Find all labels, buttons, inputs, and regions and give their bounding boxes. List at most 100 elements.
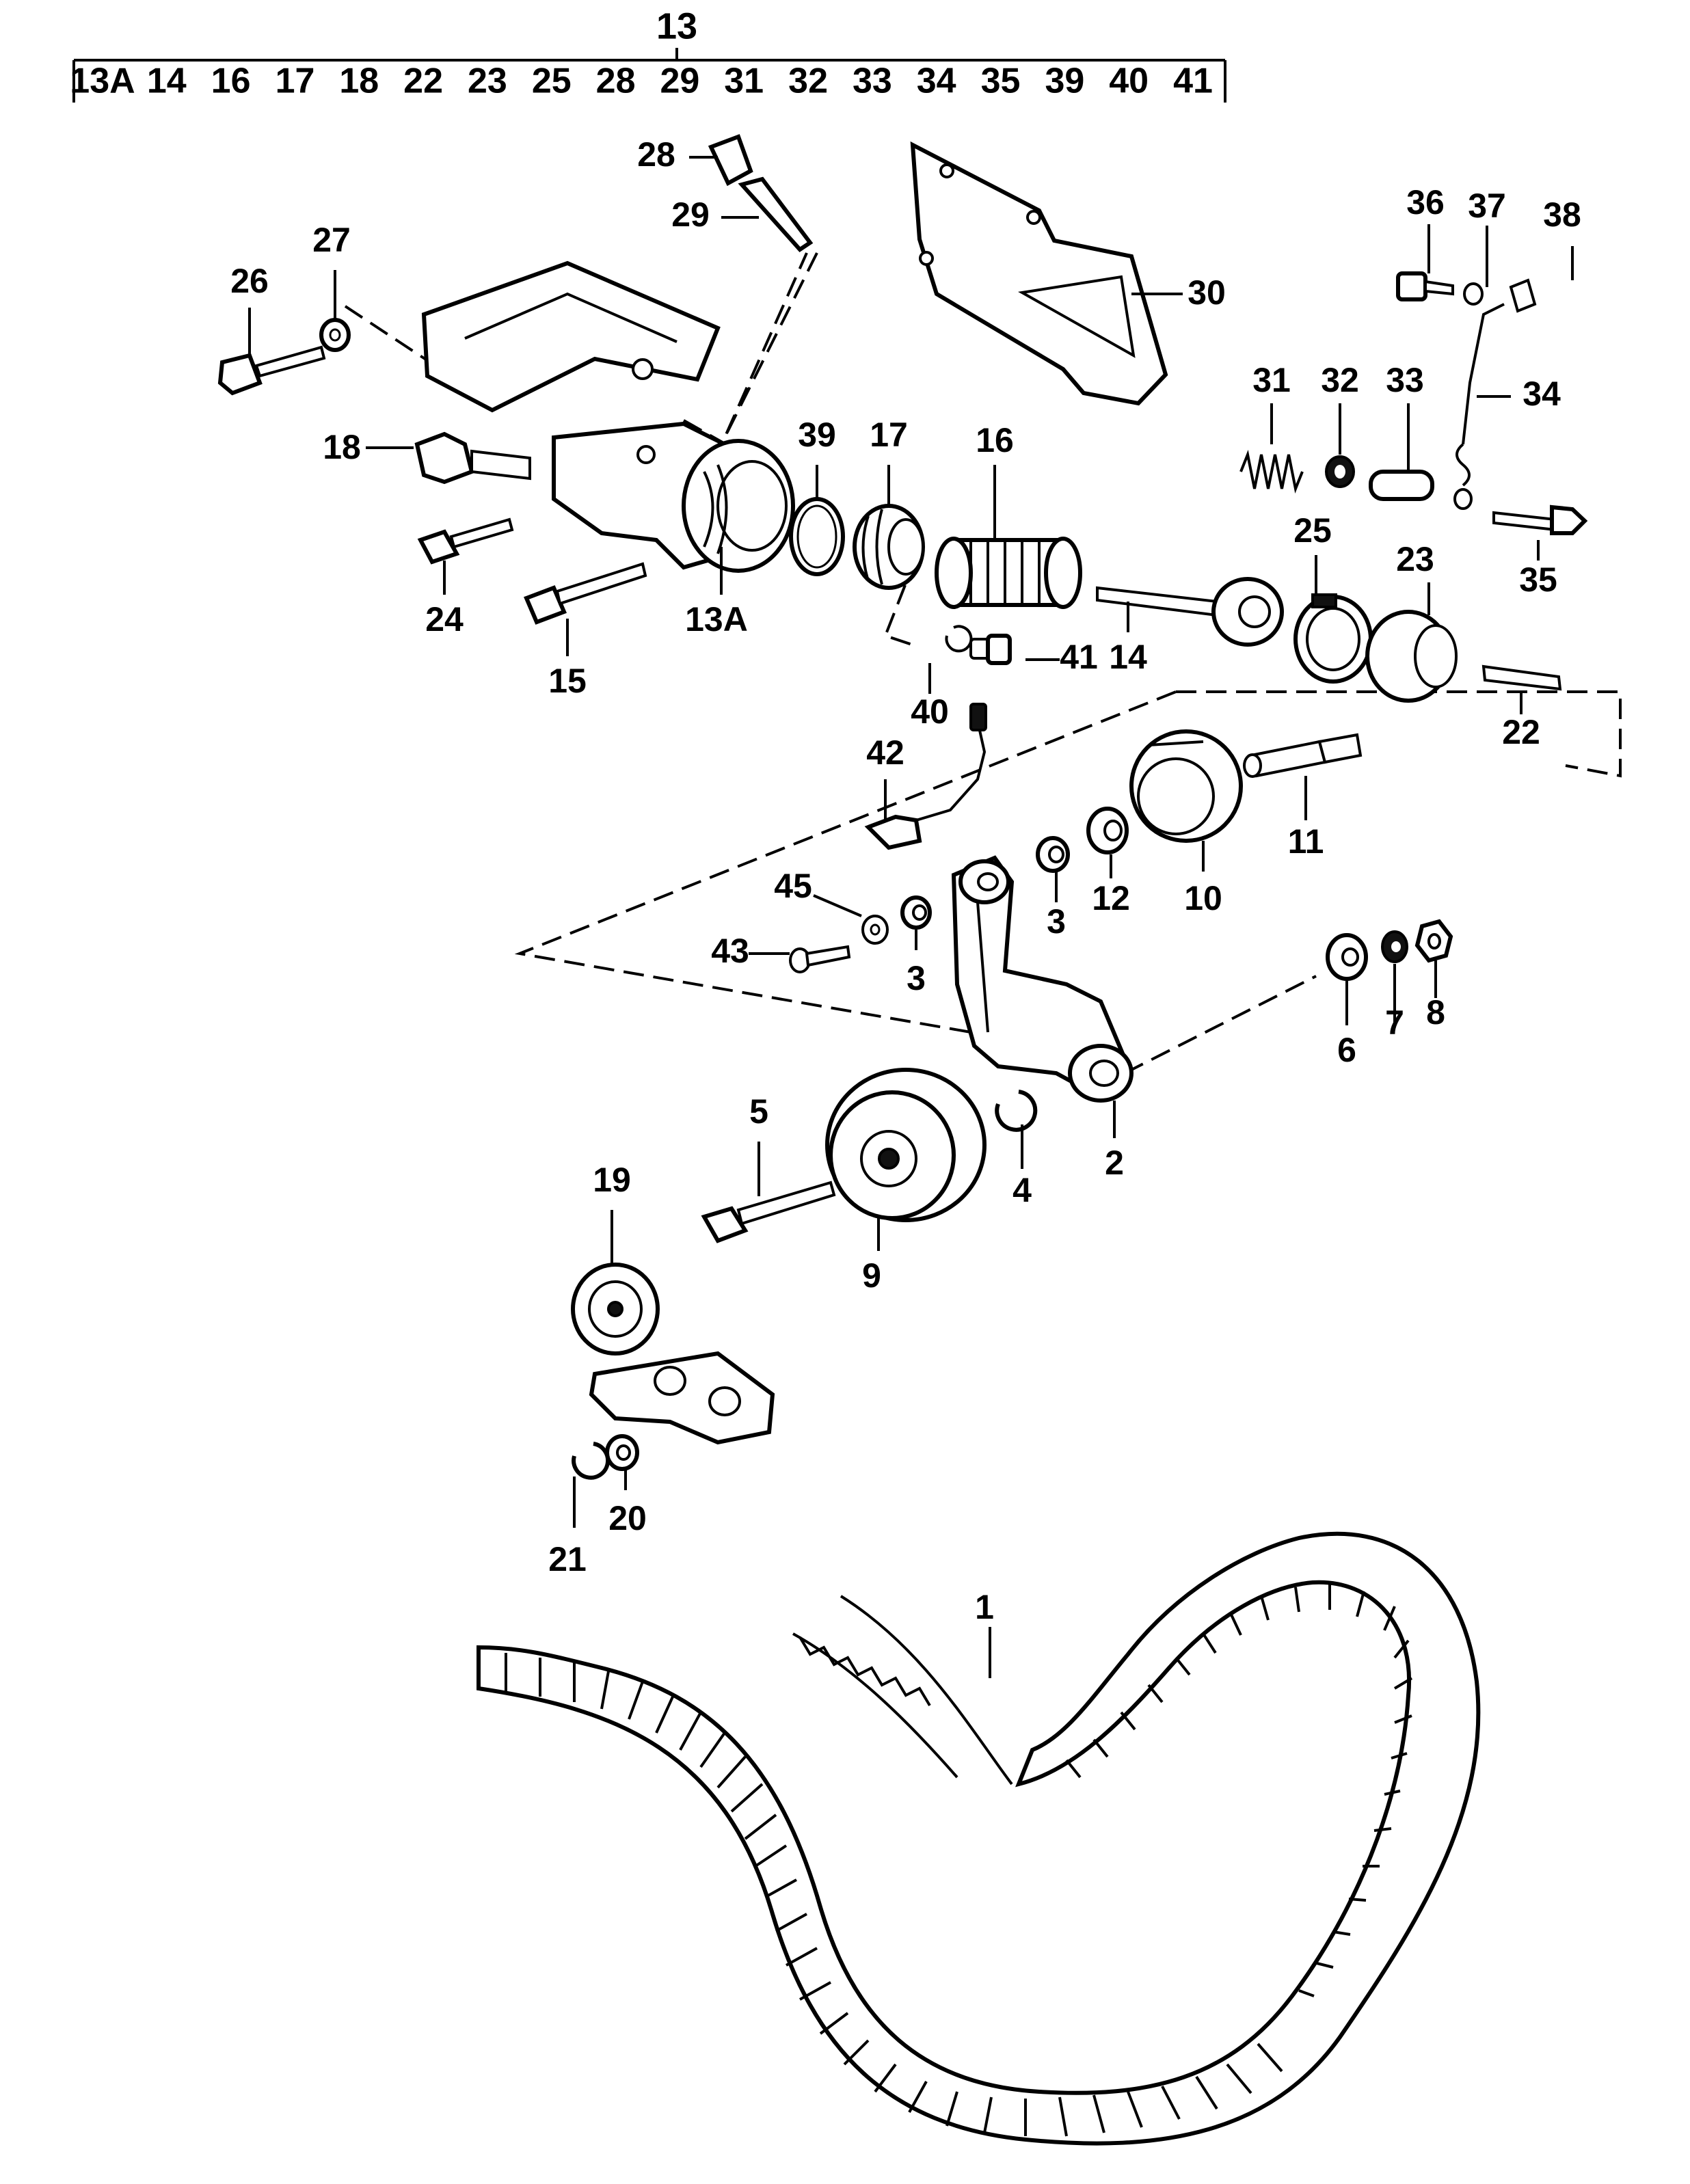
sleeve-33: [1369, 470, 1434, 501]
circlip-4: [995, 1090, 1038, 1132]
callout-37: 37: [1468, 187, 1506, 225]
included-part-39: 39: [1045, 62, 1084, 101]
washer-7: [1381, 930, 1408, 963]
callout-24: 24: [425, 600, 464, 638]
washer-27: [319, 318, 351, 352]
callout-5: 5: [749, 1092, 768, 1131]
callout-labels: 28 29 30 36 37 38 34 31 32 33 35 25 23 2…: [230, 135, 1581, 1626]
callout-18: 18: [323, 428, 361, 466]
included-part-32: 32: [788, 62, 828, 101]
bushing-3a: [1036, 836, 1070, 873]
callout-28: 28: [637, 135, 675, 174]
clamp-25: [1293, 593, 1373, 684]
bolt-35: [1492, 504, 1588, 535]
callout-40: 40: [911, 692, 949, 731]
bolt-41: [969, 634, 1012, 665]
included-part-41: 41: [1173, 62, 1213, 101]
callout-25: 25: [1293, 511, 1332, 550]
spring-31: [1239, 450, 1304, 494]
washer-6: [1326, 933, 1368, 981]
callout-15: 15: [548, 662, 587, 700]
pin-22: [1481, 664, 1562, 691]
callout-2: 2: [1105, 1144, 1124, 1182]
included-part-14: 14: [147, 62, 187, 101]
leader-lines: [248, 156, 1574, 1678]
bolt-24: [417, 517, 514, 565]
clip-38: [1509, 278, 1537, 313]
tensioner-arm-2: [951, 855, 1134, 1103]
included-part-22: 22: [403, 62, 443, 101]
bracket: [421, 260, 721, 413]
bolt-5: [701, 1181, 836, 1243]
callout-38: 38: [1543, 196, 1581, 234]
callout-32: 32: [1321, 361, 1359, 399]
circlip-40: [945, 625, 973, 653]
idler-pulley-9: [825, 1068, 987, 1222]
callout-12: 12: [1092, 879, 1130, 917]
washer-12: [1086, 807, 1129, 854]
cover-plate-30: [910, 141, 1168, 406]
seal-32: [1325, 455, 1355, 488]
callout-20: 20: [608, 1499, 647, 1537]
washer-45: [861, 915, 889, 945]
screw-43: [789, 945, 851, 973]
included-part-34: 34: [917, 62, 956, 101]
callout-1: 1: [975, 1588, 994, 1626]
bolt-15: [524, 562, 647, 625]
callout-23: 23: [1396, 540, 1434, 578]
callout-27: 27: [312, 221, 351, 259]
bolt-26: [217, 345, 326, 396]
callout-4: 4: [1012, 1171, 1032, 1209]
bolt-18: [414, 431, 531, 485]
included-part-31: 31: [724, 62, 764, 101]
circlip-21: [572, 1442, 611, 1480]
callout-26: 26: [230, 262, 269, 300]
roller-10: [1129, 729, 1243, 843]
callout-34: 34: [1523, 375, 1561, 413]
sensor-42: [864, 703, 987, 850]
callout-19: 19: [593, 1161, 631, 1199]
callout-39: 39: [798, 416, 836, 454]
bushing-3b: [900, 895, 932, 930]
stud-29: [738, 176, 814, 252]
callout-30: 30: [1188, 273, 1226, 312]
included-part-23: 23: [468, 62, 507, 101]
callout-33: 33: [1386, 361, 1424, 399]
callout-31: 31: [1252, 361, 1291, 399]
timing-belt-1: [477, 1531, 1481, 2146]
included-part-33: 33: [853, 62, 892, 101]
washer-20: [605, 1434, 639, 1471]
included-part-13A: 13A: [70, 62, 135, 101]
callout-9: 9: [862, 1256, 881, 1295]
callout-41: 41: [1060, 638, 1098, 676]
callout-7: 7: [1385, 1003, 1404, 1042]
callout-42: 42: [866, 733, 904, 772]
nut-8: [1414, 919, 1453, 963]
tensioner-housing-13A: [552, 421, 795, 573]
callout-16: 16: [976, 421, 1014, 459]
callout-35: 35: [1519, 561, 1557, 599]
callout-45: 45: [774, 867, 812, 905]
spring-16: [935, 537, 1082, 609]
callout-11: 11: [1288, 822, 1324, 861]
callout-29: 29: [671, 196, 710, 234]
rod-14: [1096, 577, 1284, 647]
bushing-23: [1365, 610, 1458, 703]
included-part-40: 40: [1109, 62, 1149, 101]
included-part-28: 28: [596, 62, 636, 101]
bolt-36: [1396, 271, 1454, 301]
callout-3b: 3: [907, 959, 926, 997]
callout-14: 14: [1109, 638, 1147, 676]
callout-8: 8: [1426, 993, 1445, 1032]
included-part-17: 17: [276, 62, 315, 101]
included-part-16: 16: [211, 62, 251, 101]
callout-36: 36: [1406, 183, 1445, 221]
stud-11: [1243, 733, 1363, 778]
cap-28: [708, 134, 753, 187]
idler-assembly-19: [571, 1263, 775, 1445]
callout-21: 21: [548, 1540, 587, 1578]
assembly-number: 13: [656, 5, 697, 46]
